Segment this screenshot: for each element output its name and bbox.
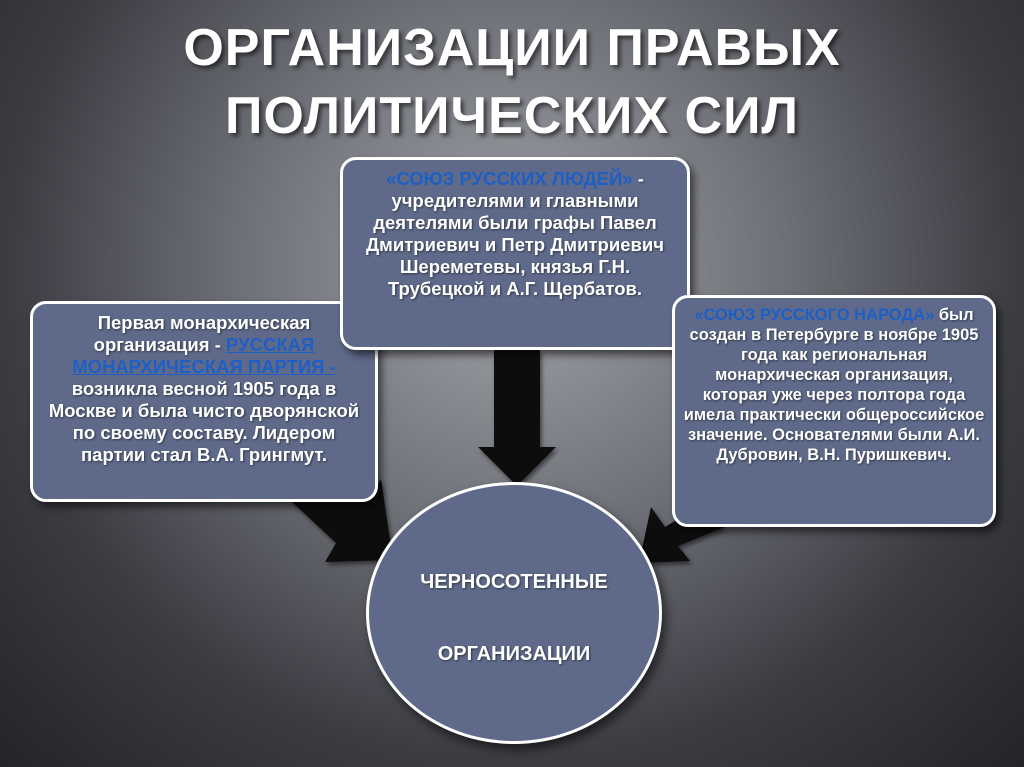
left-box-text-before: Первая монархическая организация -	[93, 312, 311, 355]
top-box-union-of-russian-people: «СОЮЗ РУССКИХ ЛЮДЕЙ» - учредителями и гл…	[340, 157, 690, 350]
center-line-2: ОРГАНИЗАЦИИ	[437, 643, 591, 665]
top-box-highlight: «СОЮЗ РУССКИХ ЛЮДЕЙ»	[386, 168, 633, 189]
title-line-2: ПОЛИТИЧЕСКИХ СИЛ	[225, 87, 799, 145]
center-circle: ЧЕРНОСОТЕННЫЕ ОРГАНИЗАЦИИ	[366, 482, 662, 744]
left-box-highlight[interactable]: РУССКАЯ МОНАРХИЧЕСКАЯ ПАРТИЯ -	[72, 334, 336, 377]
slide-title: ОРГАНИЗАЦИИ ПРАВЫХ ПОЛИТИЧЕСКИХ СИЛ	[0, 14, 1024, 150]
right-box-union-of-russian-people: «СОЮЗ РУССКОГО НАРОДА» был создан в Пете…	[672, 295, 996, 527]
title-line-1: ОРГАНИЗАЦИИ ПРАВЫХ	[183, 19, 841, 77]
left-box-text-after: возникла весной 1905 года в Москве и был…	[48, 378, 360, 465]
right-box-highlight: «СОЮЗ РУССКОГО НАРОДА»	[694, 306, 935, 324]
center-line-1: ЧЕРНОСОТЕННЫЕ	[420, 571, 608, 593]
arrow-top-to-center	[478, 350, 556, 486]
left-box-russian-monarchist-party: Первая монархическая организация - РУССК…	[30, 301, 378, 502]
top-box-text: учредителями и главными деятелями были г…	[366, 190, 664, 299]
top-box-dash: -	[632, 168, 644, 189]
right-box-text: был создан в Петербурге в ноябре 1905 го…	[683, 306, 985, 464]
